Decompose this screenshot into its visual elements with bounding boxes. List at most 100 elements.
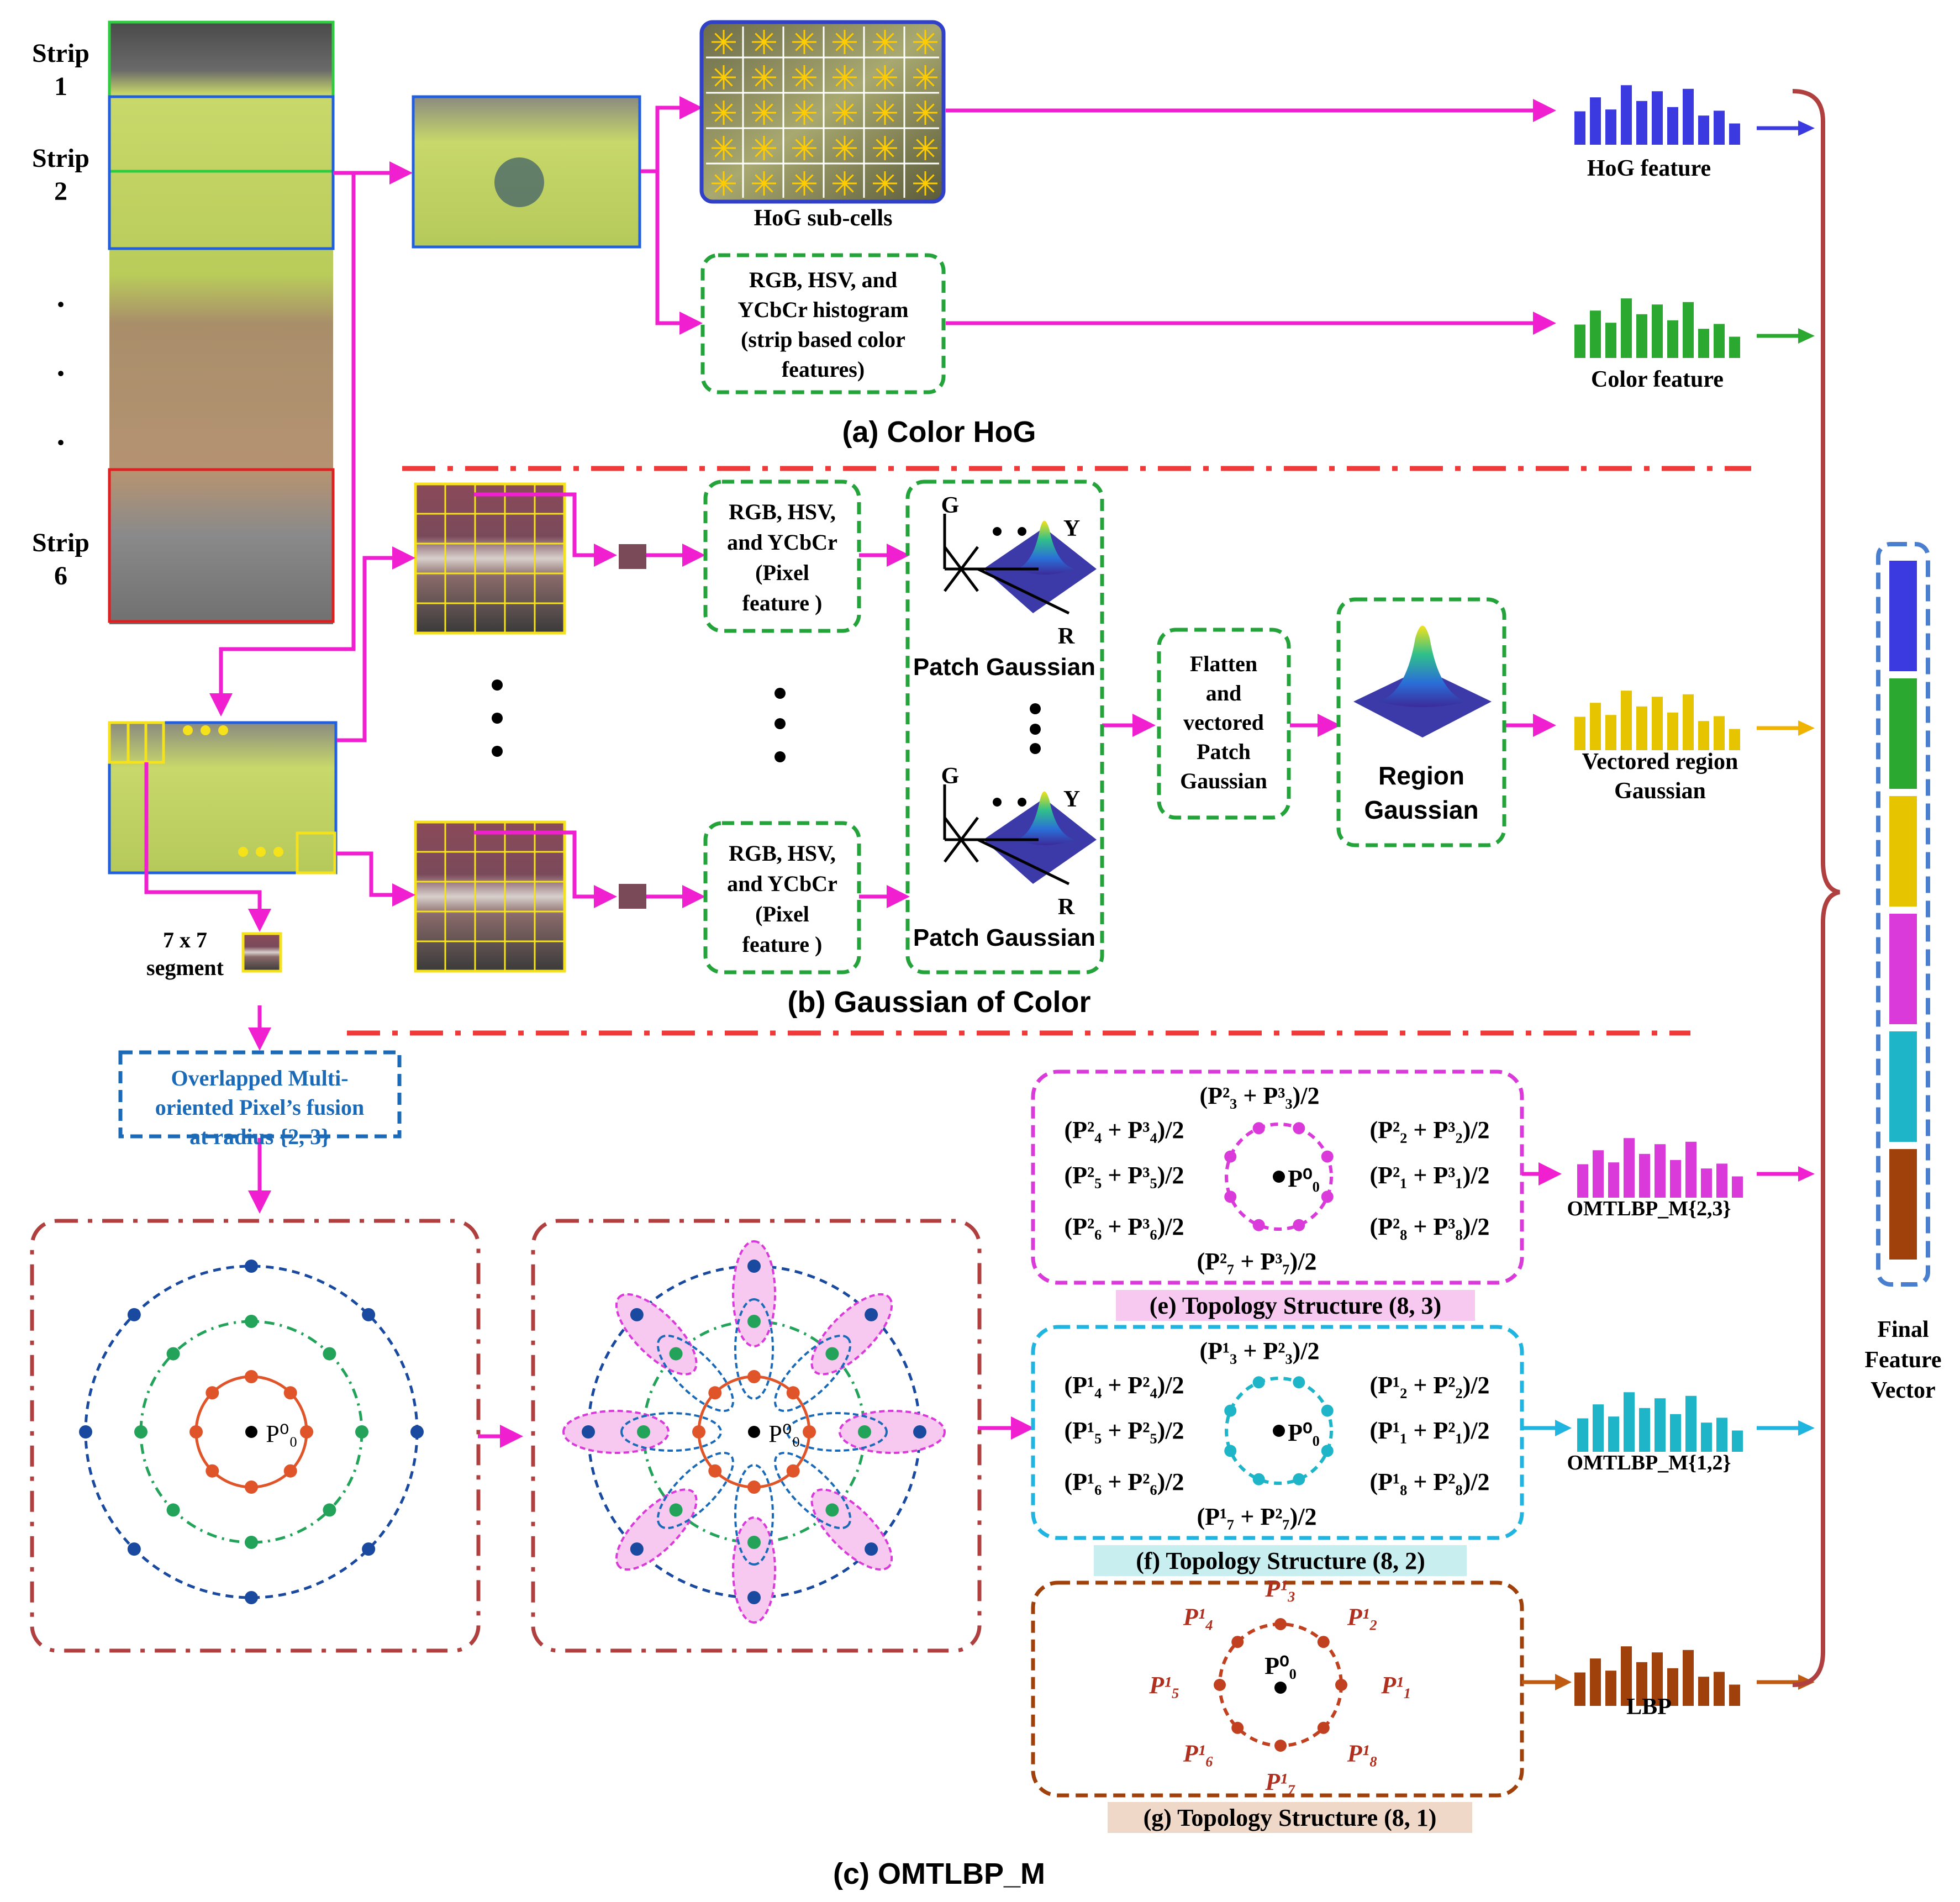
hog-gradient-line: [795, 33, 814, 51]
lbp-histogram: [1574, 1646, 1740, 1706]
neighbour-point: [858, 1425, 871, 1439]
hog-gradient-line: [755, 68, 773, 87]
topology-e-top: (P²₃ + P³₃)/2: [1199, 1082, 1319, 1109]
topology-point: [1231, 1721, 1244, 1734]
topology-e-r3: (P²₈ + P³₈)/2: [1369, 1213, 1489, 1240]
topology-point: [1274, 1618, 1287, 1630]
histogram-bar: [1636, 314, 1647, 358]
topology-point: [1224, 1404, 1237, 1417]
arrows-section-b: [144, 492, 1556, 1448]
pixel-square-top: [619, 544, 646, 569]
vectored-region-label-1: Vectored region: [1582, 749, 1738, 775]
strip6-label-b: 6: [54, 561, 67, 591]
topology-point: [1321, 1404, 1334, 1417]
topology-e-l3: (P²₆ + P³₆)/2: [1064, 1213, 1184, 1240]
region-gaussian-box: [1336, 597, 1506, 847]
region-gaussian-plot: [1353, 625, 1492, 737]
histogram-bar: [1605, 1671, 1616, 1706]
histogram-bar: [1621, 85, 1632, 145]
histogram-bar: [1652, 1652, 1663, 1706]
hog-subcells-label: HoG sub-cells: [754, 206, 893, 231]
hog-gradient-line: [795, 139, 814, 157]
fusion-ellipse-inner: [774, 1334, 852, 1412]
histogram-bar: [1685, 1141, 1696, 1198]
neighbour-point: [245, 1480, 258, 1494]
histogram-bar: [1608, 1162, 1619, 1198]
histogram-bar: [1714, 324, 1725, 358]
histogram-bar: [1593, 1404, 1604, 1452]
axis-y-bottom: Y: [1063, 787, 1080, 812]
topology-f-center: [1273, 1425, 1285, 1437]
patch-gaussian-plot-bottom: [943, 784, 1097, 886]
topology-e-points: [1224, 1122, 1334, 1231]
region-gaussian-label-2: Gaussian: [1364, 795, 1478, 824]
topology-g-label: (g) Topology Structure (8, 1): [1144, 1804, 1437, 1831]
fusion-ellipse-outer: [562, 1410, 670, 1454]
histogram-bar: [1670, 1414, 1681, 1452]
strip-dot-3: .: [57, 415, 65, 452]
neighbour-point: [747, 1480, 761, 1494]
neighbour-point: [708, 1386, 722, 1400]
neighbour-point: [355, 1425, 368, 1439]
hog-gradient-line: [714, 139, 733, 157]
color-box-line1: RGB, HSV, and: [749, 267, 897, 292]
histogram-bar: [1605, 715, 1616, 750]
ring-diagram-box-middle: [531, 1219, 982, 1653]
patch-gaussian-box: [905, 480, 1104, 974]
neighbour-point: [747, 1370, 761, 1383]
neighbour-point: [825, 1347, 839, 1361]
hog-feature-label: HoG feature: [1587, 156, 1711, 181]
neighbour-point: [692, 1425, 705, 1439]
neighbour-point: [786, 1464, 800, 1478]
topology-e-circle: [1225, 1123, 1333, 1231]
histogram-bar: [1729, 123, 1740, 145]
neighbour-point: [134, 1425, 147, 1439]
neighbour-point: [747, 1536, 761, 1549]
topology-e-r2: (P²₁ + P³₁)/2: [1369, 1162, 1489, 1189]
neighbour-point: [410, 1425, 424, 1439]
histogram-bar: [1667, 1668, 1678, 1706]
fusion-ellipse-outer: [839, 1410, 946, 1454]
strip6-label-a: Strip: [32, 528, 89, 557]
topology-point: [1293, 1473, 1305, 1485]
hog-gradient-line: [916, 139, 935, 157]
topology-g-center: [1274, 1682, 1287, 1694]
strip-dot-2: .: [57, 346, 65, 383]
multi-radius-rings-fused: P⁰₀: [562, 1240, 946, 1624]
vertical-ellipsis-b: [492, 679, 1041, 762]
neighbour-point: [637, 1425, 650, 1439]
hog-gradient-stars: [712, 30, 937, 196]
neighbour-point: [300, 1425, 313, 1439]
histogram-bar: [1590, 1658, 1601, 1706]
histogram-bar: [1729, 336, 1740, 358]
patch-gaussian-plot-top: [943, 514, 1097, 615]
pixel-feature-top-1: RGB, HSV,: [729, 499, 836, 524]
seven-by-seven-segment: [241, 932, 282, 973]
histogram-bar: [1639, 1153, 1650, 1198]
hog-gradient-line: [916, 68, 935, 87]
neighbour-point: [166, 1347, 180, 1361]
histogram-bar: [1574, 111, 1585, 145]
neighbour-point: [747, 1260, 761, 1273]
histogram-bar: [1683, 302, 1694, 358]
strip-dot-1: .: [57, 277, 65, 314]
pixel-feature-top-2: and YCbCr: [727, 530, 837, 555]
center-pixel: [748, 1426, 760, 1438]
strip1-label-a: Strip: [32, 39, 89, 68]
section-b-title: (b) Gaussian of Color: [787, 986, 1090, 1019]
axis-r-top: R: [1058, 624, 1075, 649]
neighbour-point: [865, 1542, 878, 1556]
histogram-bar: [1698, 329, 1709, 358]
histogram-bar: [1732, 1430, 1743, 1452]
topology-e-l1: (P²₄ + P³₄)/2: [1064, 1116, 1184, 1144]
neighbour-point: [747, 1315, 761, 1328]
histogram-bar: [1636, 706, 1647, 750]
topology-point: [1224, 1190, 1237, 1203]
topology-point: [1317, 1721, 1330, 1734]
final-vector-segment: [1889, 796, 1917, 907]
topology-point: [1321, 1445, 1334, 1457]
patch-grid-bottom: [414, 820, 566, 973]
histogram-bar: [1670, 1160, 1681, 1198]
pixel-square-bottom: [619, 884, 646, 909]
